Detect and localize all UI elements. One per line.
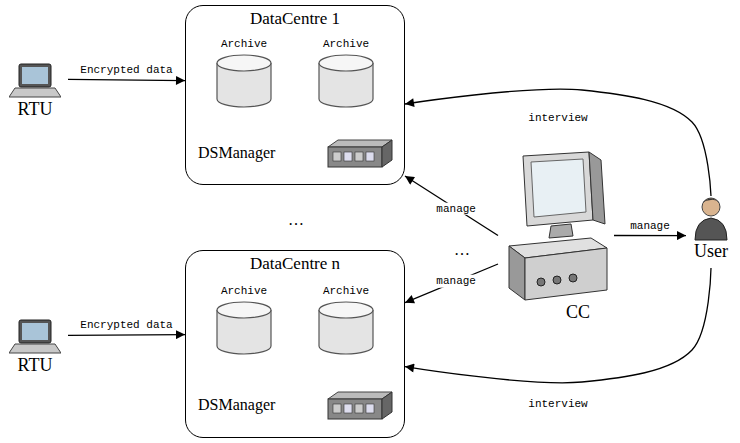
device-top bbox=[328, 140, 392, 147]
data-centre-box: Archive ArchiveDSManager DataCentre n bbox=[185, 250, 405, 438]
base-button bbox=[569, 274, 577, 282]
device-front bbox=[328, 399, 382, 419]
rtu-node: RTU bbox=[2, 318, 68, 380]
archive-cylinder bbox=[316, 300, 376, 358]
manager-device bbox=[324, 389, 394, 421]
archive-node: Archive bbox=[208, 285, 280, 365]
device-panel bbox=[355, 152, 363, 161]
edge-label: manage bbox=[628, 219, 672, 232]
edge-label: manage bbox=[434, 202, 478, 215]
connector-arrow bbox=[68, 334, 185, 336]
base-button bbox=[553, 276, 561, 284]
laptop-screen bbox=[22, 67, 48, 84]
device-panel bbox=[333, 152, 341, 161]
archive-label: Archive bbox=[323, 38, 369, 51]
user-node: User bbox=[686, 196, 736, 268]
archive-node: Archive bbox=[310, 38, 382, 118]
user-icon bbox=[693, 196, 729, 241]
laptop-screen bbox=[22, 323, 48, 340]
laptop-icon bbox=[9, 62, 61, 99]
monitor-frame bbox=[523, 152, 593, 226]
rtu-label: RTU bbox=[18, 99, 53, 120]
rtu-node: RTU bbox=[2, 62, 68, 124]
manager-label: DSManager bbox=[198, 396, 275, 414]
rtu-label: RTU bbox=[18, 355, 53, 376]
base-side bbox=[509, 246, 525, 300]
laptop-lid bbox=[19, 320, 51, 343]
monitor-stand bbox=[549, 224, 573, 238]
archive-cylinder bbox=[214, 53, 274, 111]
archive-node: Archive bbox=[310, 285, 382, 365]
connector-arrow bbox=[405, 176, 498, 236]
archive-label: Archive bbox=[323, 285, 369, 298]
laptop-keyboard bbox=[9, 88, 61, 97]
device-panel bbox=[344, 404, 352, 413]
device-panel bbox=[366, 404, 374, 413]
manager-node: DSManager bbox=[198, 383, 394, 427]
data-centre-title: DataCentre 1 bbox=[250, 9, 340, 29]
device-panel bbox=[355, 404, 363, 413]
device-side bbox=[382, 392, 392, 419]
base-button bbox=[537, 278, 545, 286]
edge-label: Encrypted data bbox=[78, 64, 174, 77]
archive-cylinder bbox=[214, 300, 274, 358]
archive-top bbox=[217, 302, 271, 318]
device-panel bbox=[344, 152, 352, 161]
device-side bbox=[382, 140, 392, 167]
archive-cylinder bbox=[316, 53, 376, 111]
user-body bbox=[695, 218, 727, 240]
device-top bbox=[328, 392, 392, 399]
edge-label: manage bbox=[434, 275, 478, 288]
connector-arrow bbox=[614, 235, 686, 236]
archive-top bbox=[217, 55, 271, 71]
archive-label: Archive bbox=[221, 285, 267, 298]
archive-label: Archive bbox=[221, 38, 267, 51]
edge-label: Encrypted data bbox=[78, 319, 174, 332]
archive-top bbox=[319, 55, 373, 71]
laptop-icon bbox=[9, 318, 61, 355]
edge-label: interview bbox=[526, 398, 589, 411]
device-panel bbox=[333, 404, 341, 413]
cc-label: CC bbox=[566, 302, 590, 323]
connector-arrow bbox=[405, 264, 498, 303]
manager-node: DSManager bbox=[198, 131, 394, 175]
manager-device bbox=[324, 137, 394, 169]
user-head bbox=[702, 198, 720, 216]
base-front bbox=[525, 248, 607, 300]
device-panel bbox=[366, 152, 374, 161]
connector-arrow bbox=[68, 79, 185, 80]
edge-label: interview bbox=[526, 112, 589, 125]
monitor-screen bbox=[531, 159, 586, 217]
computer-icon bbox=[501, 150, 611, 302]
data-centre-box: Archive ArchiveDSManager DataCentre 1 bbox=[185, 5, 405, 185]
control-centre-node: CC bbox=[498, 150, 614, 340]
ellipsis-mark: … bbox=[452, 241, 472, 259]
data-centre-title: DataCentre n bbox=[250, 254, 340, 274]
ellipsis-mark: … bbox=[286, 211, 306, 229]
laptop-keyboard bbox=[9, 344, 61, 353]
user-hair bbox=[702, 199, 720, 204]
archive-top bbox=[319, 302, 373, 318]
monitor-side bbox=[589, 152, 605, 224]
device-front bbox=[328, 147, 382, 167]
user-label: User bbox=[694, 241, 728, 262]
manager-label: DSManager bbox=[198, 144, 275, 162]
laptop-lid bbox=[19, 64, 51, 87]
archive-node: Archive bbox=[208, 38, 280, 118]
